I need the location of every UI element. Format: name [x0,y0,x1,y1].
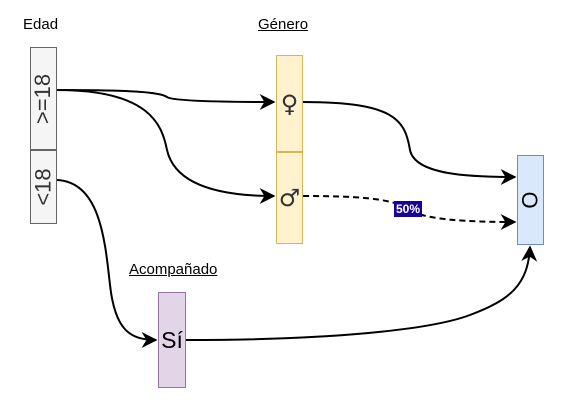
edad-lt18-label: <18 [30,168,56,206]
acompanado-si-node[interactable]: Sí [158,292,186,388]
edad-ge18-node[interactable]: >=18 [30,47,57,150]
output-node[interactable]: O [517,155,544,245]
edad-lt18-node[interactable]: <18 [30,150,57,224]
genero-title: Género [258,16,309,33]
edge-ge18-to-female [56,89,276,110]
male-symbol-icon: ♂ [278,184,301,212]
probability-badge: 50% [394,201,423,217]
edge-lt18-to-si [56,179,158,348]
acompanado-title: Acompañado [129,261,218,278]
genero-female-node[interactable]: ♀ [276,55,303,152]
edad-ge18-label: >=18 [30,73,56,124]
edge-ge18-to-male [56,89,276,204]
genero-male-node[interactable]: ♂ [276,152,303,244]
edge-male-to-output [302,195,517,230]
edge-female-to-output [302,101,517,185]
edge-si-to-output [185,245,538,341]
female-symbol-icon: ♀ [280,89,299,118]
edad-title: Edad [23,16,59,33]
output-label: O [517,191,543,209]
acompanado-si-label: Sí [161,326,183,353]
